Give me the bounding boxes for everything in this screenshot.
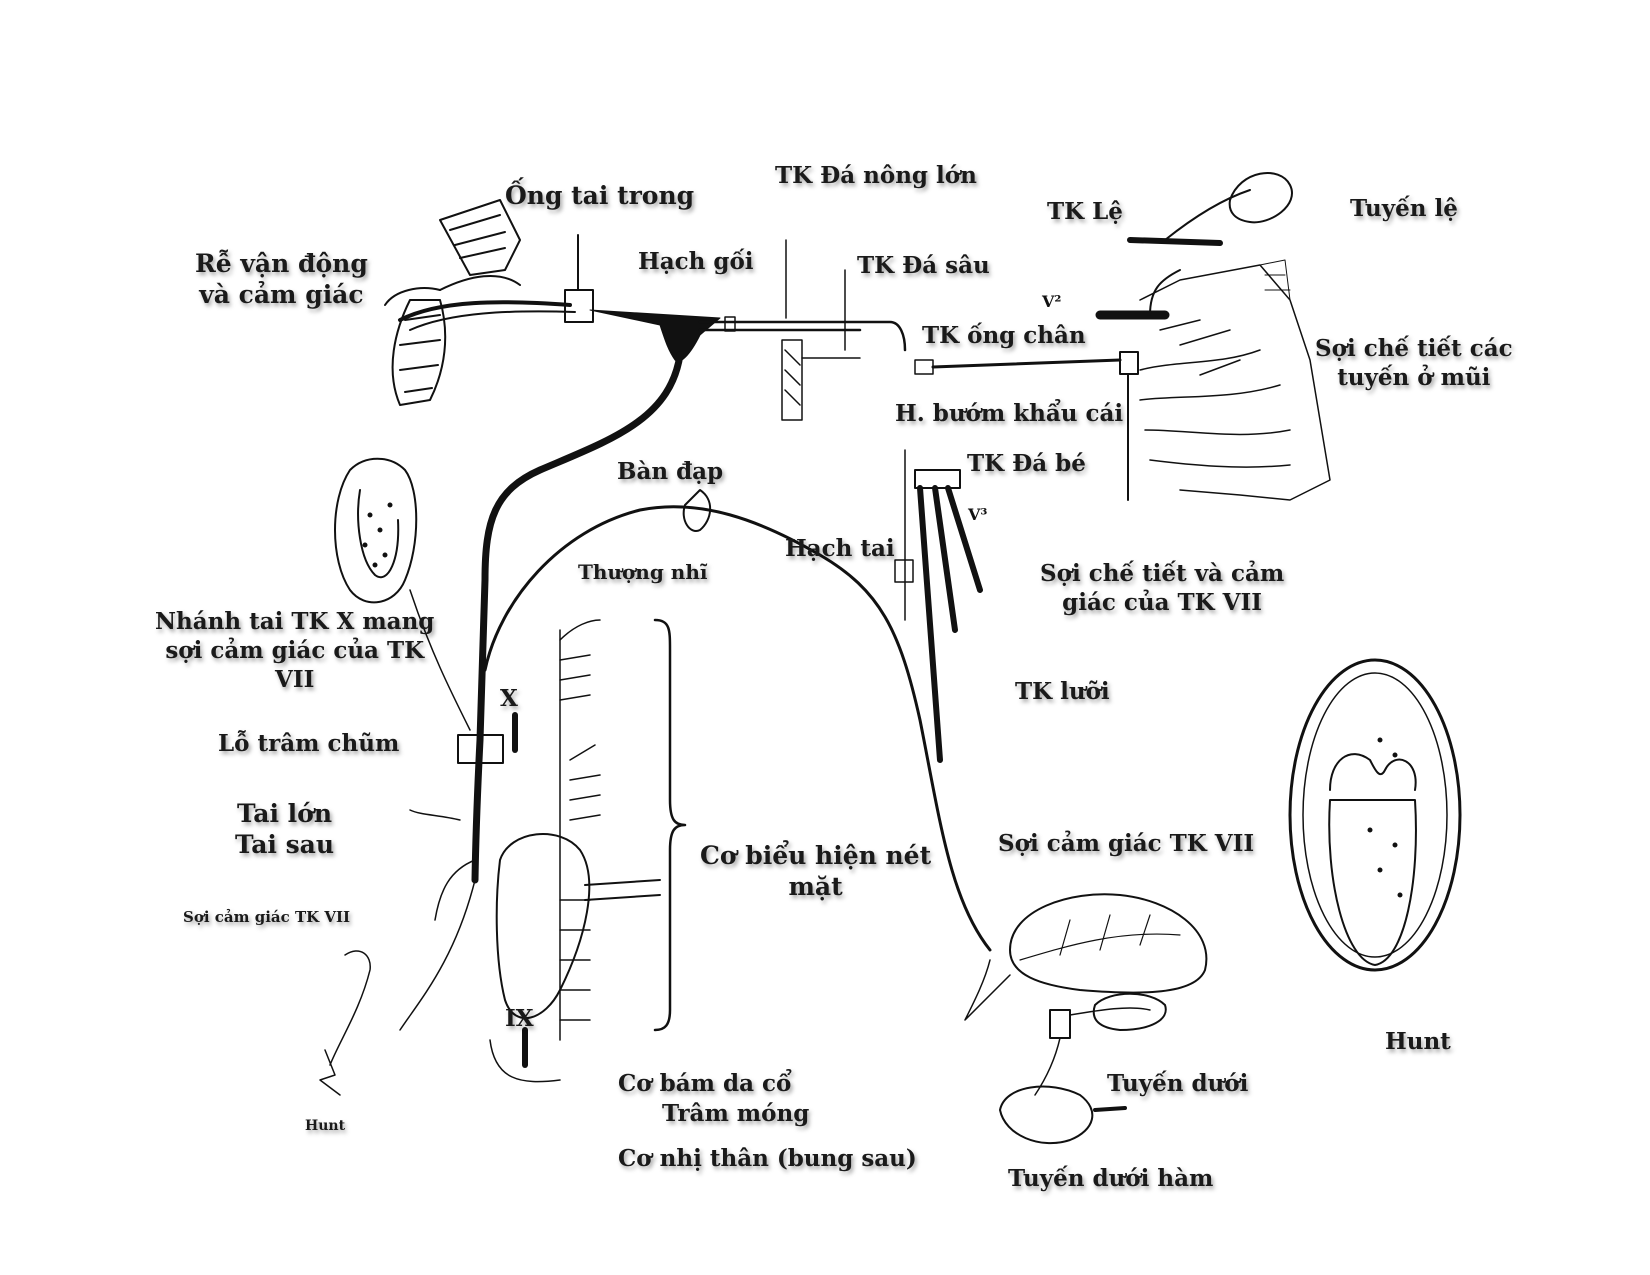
pterygopalatine-ganglion: [1119, 351, 1139, 375]
hunt-left-sketch: [329, 950, 371, 1066]
label-ban-dap: Bàn đạp: [617, 458, 724, 485]
ear-sketch: [334, 457, 418, 604]
label-soi-cam-giac-tk7-left: Sợi cảm giác TK VII: [183, 908, 351, 926]
marker-v3: V³: [968, 505, 988, 524]
label-co-bieu-hien-line2: mặt: [788, 872, 843, 902]
hunt-tongue-oval: [1288, 658, 1462, 972]
geniculate-ganglion: [589, 309, 721, 362]
sublingual-gland: [1092, 992, 1167, 1031]
label-lo-tram-chum: Lỗ trâm chũm: [218, 730, 400, 757]
label-tuyen-le: Tuyến lệ: [1350, 195, 1458, 222]
label-hach-tai: Hạch tai: [785, 535, 895, 562]
label-soi-che-tiet-mui: Sợi chế tiết các tuyến ở mũi: [1315, 335, 1513, 393]
facial-nerve-descending-trunk: [471, 351, 684, 884]
label-h-buom-khau-cai: H. bướm khẩu cái: [895, 400, 1124, 427]
label-nhanh-tai-line1: Nhánh tai TK X mang: [155, 608, 435, 635]
label-tk-da-be: TK Đá bé: [967, 450, 1086, 477]
label-tk-luoi: TK lưỡi: [1015, 678, 1110, 705]
label-soi-che-tiet-mui-line1: Sợi chế tiết các: [1315, 335, 1513, 362]
label-co-bieu-hien-line1: Cơ biểu hiện nét: [700, 841, 932, 870]
label-ong-tai-trong: Ống tai trong: [505, 181, 695, 210]
label-tk-le: TK Lệ: [1047, 198, 1123, 225]
muscle-group-brace: [653, 618, 687, 1032]
label-soi-che-tiet-cam-giac-line1: Sợi chế tiết và cảm: [1040, 560, 1285, 587]
label-tai-sau: Tai sau: [235, 830, 335, 860]
label-soi-che-tiet-cam-giac: Sợi chế tiết và cảm giác của TK VII: [1040, 560, 1284, 618]
label-nhanh-tai-line3: VII: [275, 665, 315, 693]
submandibular-gland-upper: [1009, 893, 1208, 994]
expression-muscle-branches: [559, 619, 601, 1041]
label-nhanh-tai: Nhánh tai TK X mang sợi cảm giác của TK …: [155, 608, 434, 694]
label-co-bieu-hien: Cơ biểu hiện nét mặt: [700, 840, 931, 903]
label-tuyen-duoi: Tuyến dưới: [1107, 1070, 1249, 1097]
label-soi-che-tiet-cam-giac-line2: giác của TK VII: [1062, 588, 1263, 616]
label-re-van-dong-line1: Rễ vận động: [195, 249, 368, 278]
marker-x: X: [500, 685, 518, 712]
label-hunt-left: Hunt: [305, 1118, 346, 1134]
label-tai-lon: Tai lớn: [237, 799, 333, 828]
label-co-nhi-than: Cơ nhị thân (bung sau): [618, 1145, 917, 1172]
label-tuyen-duoi-ham: Tuyến dưới hàm: [1008, 1165, 1214, 1192]
vidian-nerve: [914, 358, 1122, 375]
label-tk-da-sau: TK Đá sâu: [857, 252, 990, 279]
label-thuong-nhi: Thượng nhĩ: [578, 560, 708, 584]
label-tram-mong: Trâm móng: [662, 1100, 810, 1127]
label-hunt-right: Hunt: [1385, 1028, 1451, 1055]
carotid-canal-sketch: [781, 339, 861, 421]
lacrimal-nerve: [1095, 189, 1251, 320]
label-tk-da-nong-lon: TK Đá nông lớn: [775, 162, 977, 189]
label-soi-che-tiet-mui-line2: tuyến ở mũi: [1337, 363, 1491, 391]
marker-ix: IX: [505, 1005, 534, 1032]
greater-petrosal-nerve: [698, 316, 907, 352]
submandibular-gland: [999, 1085, 1094, 1145]
chorda-tympani: [483, 505, 992, 952]
stylomastoid-foramen-marker: [457, 734, 504, 764]
label-nhanh-tai-line2: sợi cảm giác của TK: [165, 636, 425, 664]
label-re-van-dong-line2: và cảm giác: [199, 280, 364, 310]
label-co-bam-da-co: Cơ bám da cổ: [618, 1070, 792, 1097]
otic-ganglion: [894, 449, 983, 763]
label-hach-goi: Hạch gối: [638, 248, 754, 275]
label-re-van-dong: Rễ vận động và cảm giác: [195, 248, 368, 311]
lacrimal-gland: [1228, 172, 1293, 224]
label-tk-ong-chan: TK ống chân: [922, 322, 1086, 349]
marker-v2: V²: [1042, 292, 1062, 311]
nasal-cavity-sketch: [1139, 259, 1331, 501]
label-soi-cam-giac-tk7-right: Sợi cảm giác TK VII: [998, 830, 1255, 857]
label-tai: Tai lớn Tai sau: [235, 798, 334, 861]
brainstem-sketch: [384, 199, 521, 406]
facial-nerve-root: [398, 300, 576, 331]
